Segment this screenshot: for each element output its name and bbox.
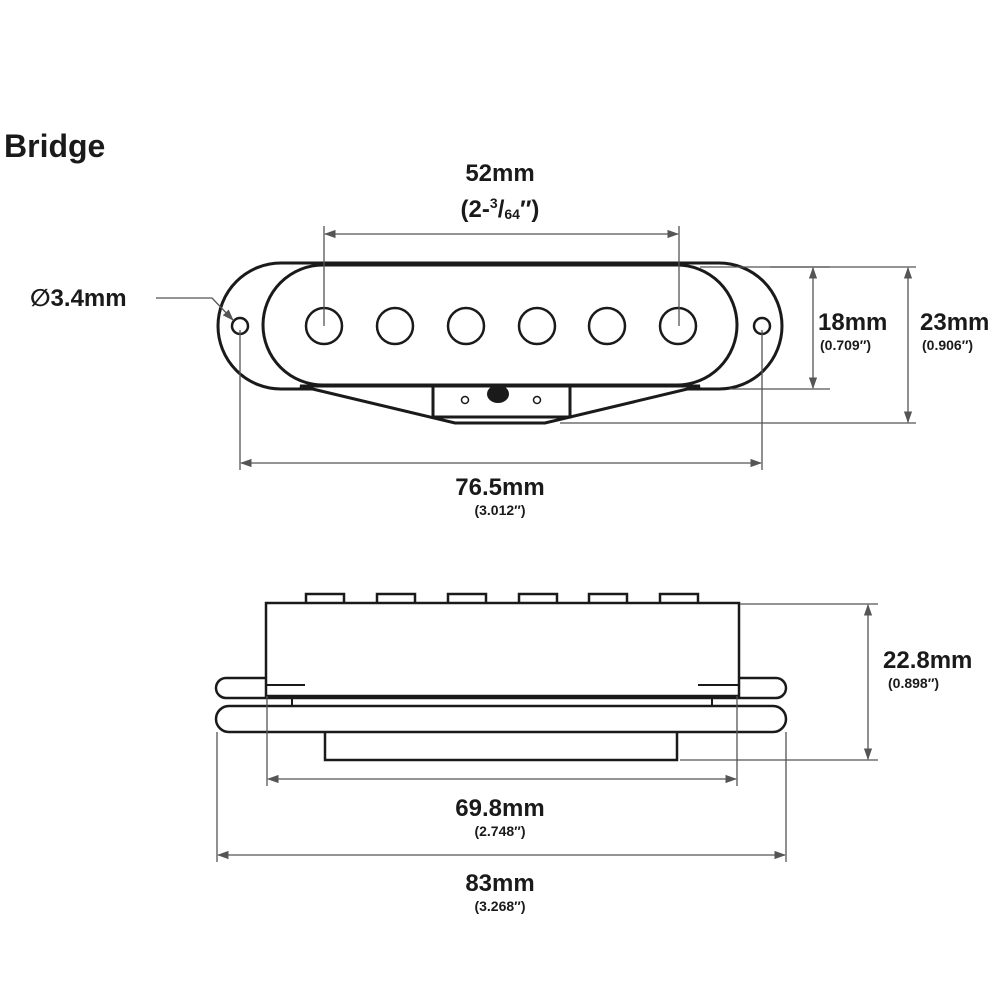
pole-piece-4: [517, 306, 557, 346]
side-height-mm: 22.8mm: [883, 647, 972, 674]
hole-diameter-label: ∅3.4mm: [30, 285, 127, 312]
base-length-mm: 83mm: [465, 870, 534, 897]
dimension-pole-spacing: 52mm (2-3/64″): [323, 160, 680, 326]
dimension-cover-length: 69.8mm (2.748″): [266, 696, 738, 839]
dimension-side-height: 22.8mm (0.898″): [680, 603, 972, 761]
dimension-height-outer: 23mm (0.906″): [560, 266, 989, 424]
pole-piece-2: [375, 306, 415, 346]
height-inner-mm: 18mm: [818, 309, 887, 336]
total-length-inch: (3.012″): [474, 502, 525, 518]
dimension-base-length: 83mm (3.268″): [216, 732, 787, 914]
pole-spacing-mm: 52mm: [465, 160, 534, 187]
pole-piece-3: [446, 306, 486, 346]
cover-length-mm: 69.8mm: [455, 795, 544, 822]
base-plate-lower: [214, 704, 788, 734]
height-inner-inch: (0.709″): [820, 337, 871, 353]
height-outer-mm: 23mm: [920, 309, 989, 336]
diagram-title: Bridge: [4, 128, 105, 164]
base-length-inch: (3.268″): [474, 898, 525, 914]
pole-piece-5: [587, 306, 627, 346]
side-height-inch: (0.898″): [888, 675, 939, 691]
bracket-hole-right: [532, 395, 542, 405]
top-view: 52mm (2-3/64″) ∅3.4mm 18mm (0.709″) 23mm…: [30, 160, 989, 518]
wire-grommet: [487, 385, 509, 403]
bottom-block: [323, 728, 679, 762]
side-view: 22.8mm (0.898″) 69.8mm (2.748″) 83mm (3.…: [214, 592, 972, 914]
dimension-height-inner: 18mm (0.709″): [700, 266, 887, 390]
total-length-mm: 76.5mm: [455, 474, 544, 501]
height-outer-inch: (0.906″): [922, 337, 973, 353]
dimension-total-length: 76.5mm (3.012″): [239, 330, 763, 518]
pole-piece-6: [658, 306, 698, 346]
pickup-cover-side: [264, 601, 741, 698]
cover-length-inch: (2.748″): [474, 823, 525, 839]
dimension-hole-diameter: ∅3.4mm: [30, 285, 234, 321]
bracket-hole-left: [460, 395, 470, 405]
pole-spacing-inch: (2-3/64″): [461, 195, 540, 223]
